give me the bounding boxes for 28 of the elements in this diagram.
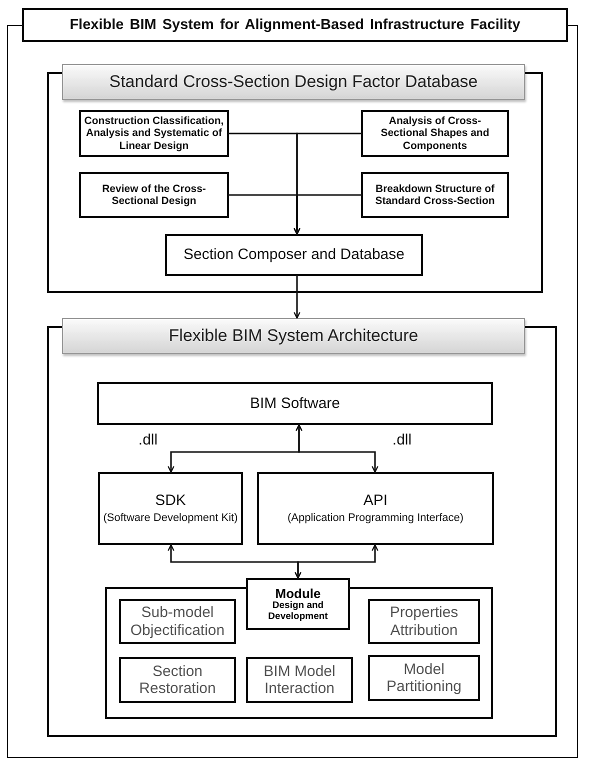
component-box — [257, 472, 494, 545]
process-box: BIM Model Interaction — [246, 657, 353, 703]
process-box: Construction Classification, Analysis and Systematic of Linear Design — [79, 110, 229, 157]
arrow — [296, 424, 378, 473]
process-box: Sub-model Objectification — [119, 599, 236, 644]
panel-header: Standard Cross-Section Design Factor Database — [62, 64, 525, 100]
arrow — [294, 276, 300, 319]
process-box: Breakdown Structure of Standard Cross-Section — [361, 172, 509, 218]
process-box: Section Composer and Database — [165, 234, 423, 276]
process-box: BIM Software — [97, 382, 493, 425]
process-box: Model Partitioning — [368, 655, 480, 701]
component-title: API — [363, 492, 388, 510]
component-box — [98, 472, 243, 545]
arrow — [294, 544, 378, 579]
module-header-box — [246, 578, 350, 630]
arrow — [294, 194, 361, 235]
panel-header: Flexible BIM System Architecture — [62, 318, 525, 354]
process-box: Review of the Cross-Sectional Design — [79, 172, 229, 218]
process-box: Properties Attribution — [368, 599, 480, 644]
module-title: Module — [275, 586, 321, 601]
frame-title: Flexible BIM System for Alignment-Based Infrastructure Facility — [22, 8, 568, 42]
process-box: Section Restoration — [119, 657, 236, 703]
process-box: Analysis of Cross-Sectional Shapes and Components — [361, 110, 509, 157]
component-description: (Software Development Kit) — [103, 512, 238, 525]
module-container-box — [105, 587, 493, 719]
component-title: SDK — [155, 492, 186, 510]
module-subtitle: Design and Development — [267, 600, 329, 622]
component-description: (Application Programming Interface) — [287, 512, 464, 525]
